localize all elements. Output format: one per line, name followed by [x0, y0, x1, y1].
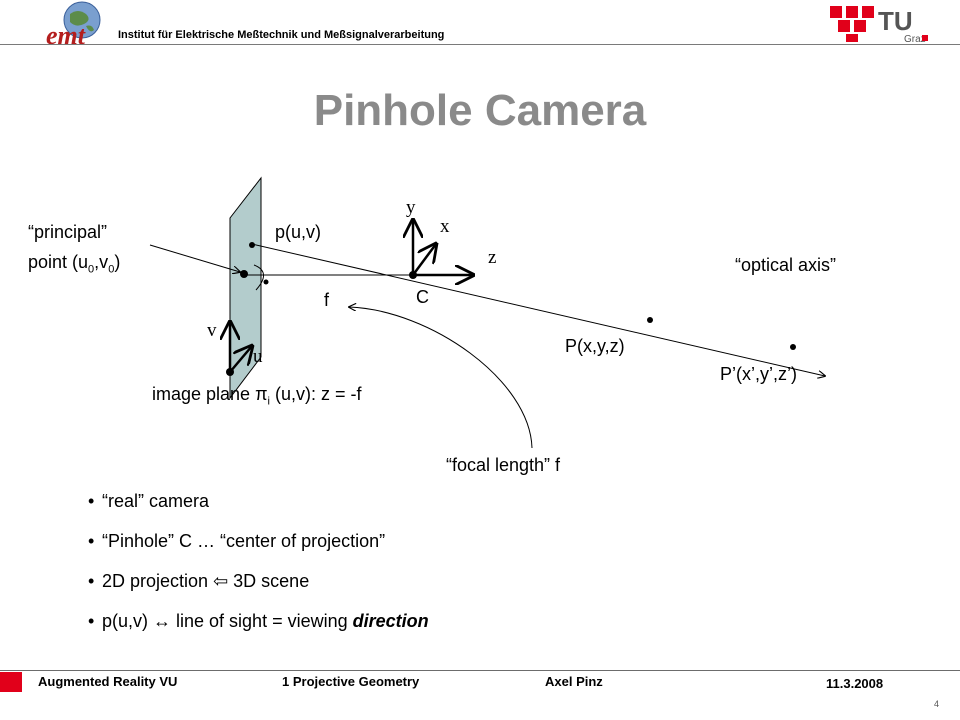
uv-origin-point — [226, 368, 234, 376]
institute-name: Institut für Elektrische Meßtechnik und … — [118, 29, 445, 41]
principal-label-line2: point (u0,v0) — [28, 252, 121, 276]
focal-arc — [253, 264, 264, 291]
bullet-item: •p(u,v) ↔ line of sight = viewing direct… — [88, 611, 429, 631]
scene-point-p — [647, 317, 653, 323]
page-title: Pinhole Camera — [313, 86, 647, 135]
image-point-label: p(u,v) — [275, 222, 322, 242]
emt-logo: emt — [46, 1, 101, 50]
footer-date: 11.3.2008 — [826, 676, 884, 691]
bullet-item: •2D projection ⇦ 3D scene — [88, 571, 310, 591]
v-axis-label: v — [207, 320, 217, 341]
principal-point-arrow — [149, 244, 240, 272]
header-divider — [0, 44, 960, 45]
optical-axis-label: “optical axis” — [735, 255, 837, 275]
focal-length-arrow — [349, 307, 533, 449]
principal-label-line1: “principal” — [28, 222, 108, 242]
u-axis-arrow — [229, 346, 252, 373]
emt-logo-text: emt — [46, 21, 86, 50]
bullet-list: •“real” camera •“Pinhole” C … “center of… — [88, 490, 429, 650]
z-axis-label: z — [488, 247, 497, 268]
image-plane-label: image plane πi (u,v): z = -f — [152, 384, 362, 408]
center-label: C — [416, 287, 429, 307]
line-of-sight — [251, 243, 825, 376]
u-axis-label: u — [253, 346, 263, 367]
tu-graz-logo: TU Graz — [830, 6, 928, 45]
scene-point-p-prime — [790, 344, 796, 350]
focal-length-label: “focal length” f — [446, 455, 561, 475]
footer-accent — [0, 672, 22, 692]
slide-number: 4 — [934, 699, 940, 709]
footer-divider — [0, 670, 960, 671]
footer-author: Axel Pinz — [545, 674, 603, 689]
x-axis-arrow — [411, 244, 436, 276]
emphasis-direction: direction — [352, 611, 429, 631]
focal-point-dot — [263, 279, 269, 285]
graz-text: Graz — [904, 34, 926, 45]
left-arrow-icon: ⇦ — [213, 571, 229, 591]
bullet-item: •“real” camera — [88, 491, 210, 511]
focal-symbol-label: f — [324, 290, 330, 310]
bullet-item: •“Pinhole” C … “center of projection” — [88, 531, 386, 551]
y-axis-label: y — [406, 197, 416, 218]
footer-course: Augmented Reality VU — [38, 674, 178, 689]
center-of-projection-point — [409, 271, 417, 279]
principal-point — [240, 270, 248, 278]
image-point-p — [249, 242, 255, 248]
x-axis-label: x — [440, 216, 450, 237]
tu-text: TU — [878, 6, 913, 36]
scene-point-label: P(x,y,z) — [565, 336, 625, 356]
scene-point-prime-label: P’(x’,y’,z’) — [720, 364, 797, 384]
footer-chapter: 1 Projective Geometry — [282, 674, 420, 689]
